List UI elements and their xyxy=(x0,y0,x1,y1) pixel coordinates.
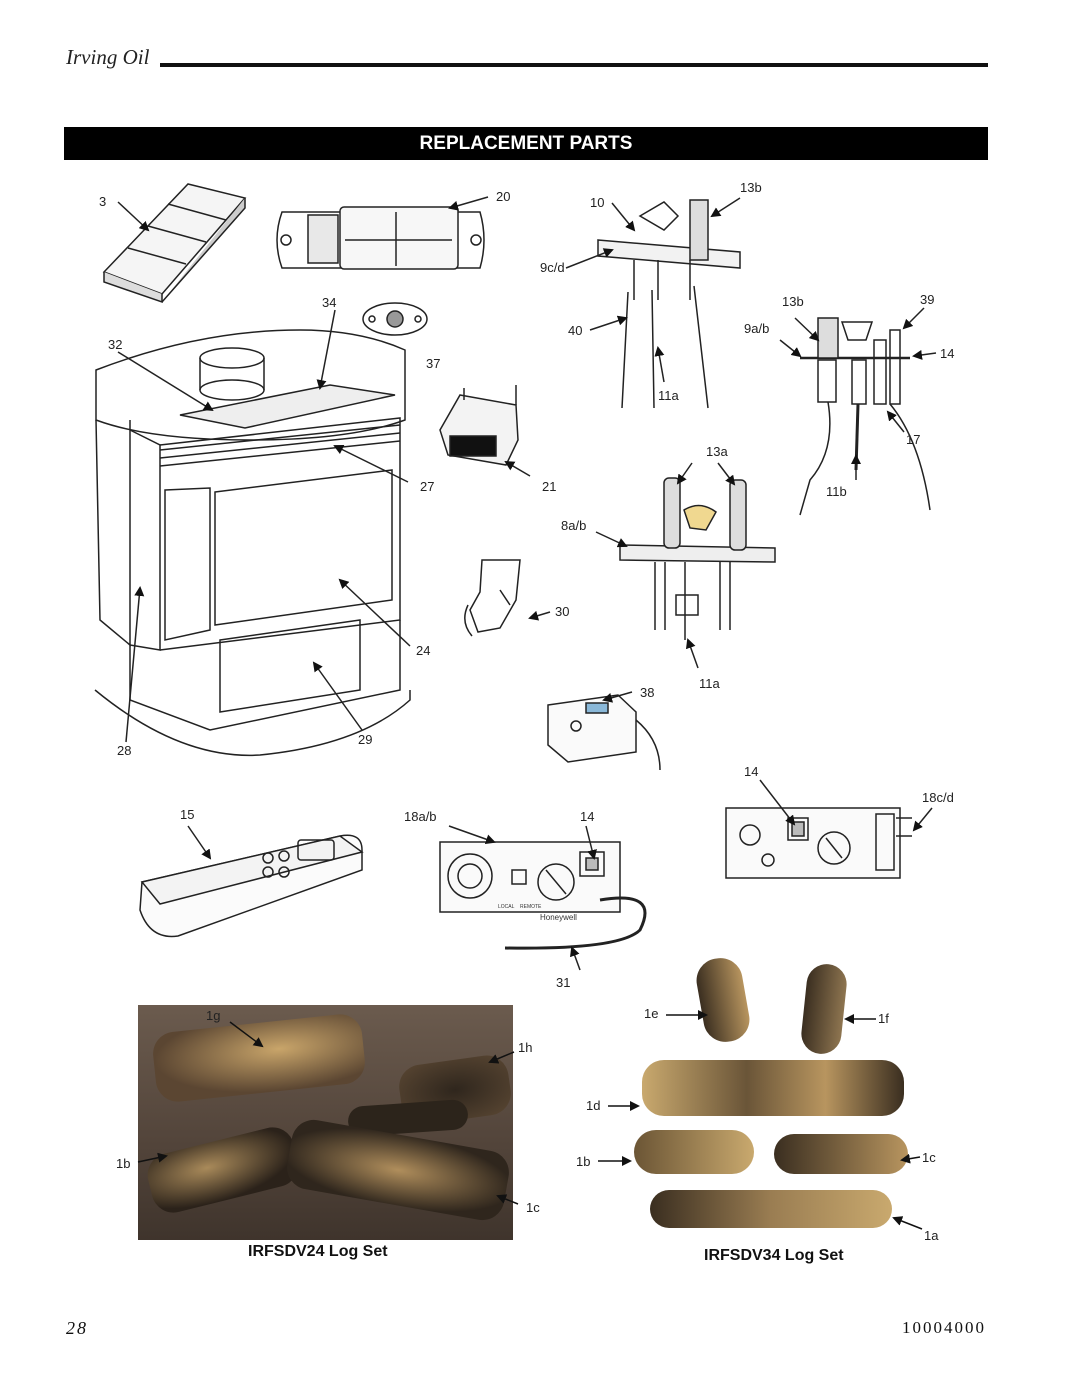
stove-body xyxy=(94,329,411,757)
part-21-switch xyxy=(439,385,519,466)
header-rule xyxy=(160,63,988,67)
part-38-bracket xyxy=(547,694,661,771)
pilot-assembly-right xyxy=(799,317,931,516)
label-11b: 11b xyxy=(826,484,847,499)
part-18ab-gas-valve xyxy=(439,841,647,950)
label-39: 39 xyxy=(920,292,934,307)
label-13b-mid: 13b xyxy=(782,294,804,309)
label-9cd: 9c/d xyxy=(540,260,565,275)
valve-remote: REMOTE xyxy=(520,904,542,910)
valve-local: LOCAL xyxy=(498,904,515,910)
caption-irfsdv24: IRFSDV24 Log Set xyxy=(248,1243,388,1260)
label-30: 30 xyxy=(555,604,569,619)
label-34: 34 xyxy=(322,295,336,310)
label-8ab: 8a/b xyxy=(561,518,586,533)
label-14-valve: 14 xyxy=(580,809,594,824)
label-15: 15 xyxy=(180,807,194,822)
pilot-assembly-middle xyxy=(619,477,776,640)
part-18cd-gas-valve xyxy=(725,807,912,879)
label-17: 17 xyxy=(906,432,920,447)
part-20-blower xyxy=(276,206,485,270)
label-38: 38 xyxy=(640,685,654,700)
label-11a-bot: 11a xyxy=(699,676,720,691)
log-set-photo-left xyxy=(138,1005,513,1240)
pilot-assembly-top xyxy=(597,199,741,409)
caption-irfsdv34: IRFSDV34 Log Set xyxy=(704,1247,844,1264)
part-37-gasket xyxy=(362,302,428,336)
label-18ab: 18a/b xyxy=(404,809,437,824)
label-13b-top: 13b xyxy=(740,180,762,195)
label-21: 21 xyxy=(542,479,556,494)
label-40: 40 xyxy=(568,323,582,338)
label-31: 31 xyxy=(556,975,570,990)
label-9ab: 9a/b xyxy=(744,321,769,336)
label-18cd: 18c/d xyxy=(922,790,954,805)
part-3-baffle xyxy=(102,183,247,304)
label-11a-top: 11a xyxy=(658,388,679,403)
label-3: 3 xyxy=(99,194,106,209)
part-30-clip xyxy=(464,559,521,637)
part-15-remote xyxy=(139,834,364,938)
label-37: 37 xyxy=(426,356,440,371)
brand-name: Irving Oil xyxy=(66,45,150,69)
label-32: 32 xyxy=(108,337,122,352)
label-28: 28 xyxy=(117,743,131,758)
label-10: 10 xyxy=(590,195,604,210)
label-27: 27 xyxy=(420,479,434,494)
page-number: 28 xyxy=(66,1318,88,1338)
section-banner: REPLACEMENT PARTS xyxy=(64,127,988,160)
label-24: 24 xyxy=(416,643,430,658)
log-set-photo-right xyxy=(634,950,920,1235)
label-20: 20 xyxy=(496,189,510,204)
valve-brand: Honeywell xyxy=(540,913,577,922)
label-14-mid: 14 xyxy=(940,346,954,361)
document-number: 10004000 xyxy=(902,1318,986,1337)
label-13a: 13a xyxy=(706,444,728,459)
label-14-right: 14 xyxy=(744,764,758,779)
label-29: 29 xyxy=(358,732,372,747)
